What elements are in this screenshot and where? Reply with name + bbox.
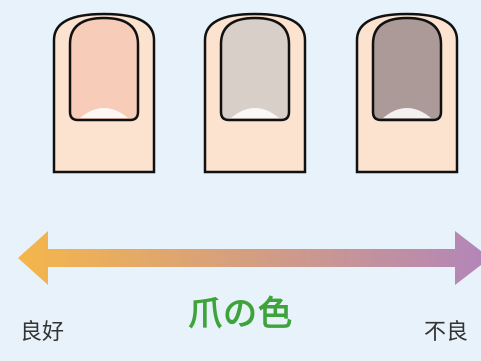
scale-label-good: 良好 — [20, 320, 65, 345]
finger-pale — [203, 12, 307, 174]
gradient-scale-arrow — [18, 231, 481, 285]
nail-dark — [371, 16, 443, 122]
nail-healthy — [68, 16, 140, 122]
nail-pale — [219, 16, 291, 122]
finger-dark — [355, 12, 459, 174]
scale-label-bad: 不良 — [424, 320, 469, 345]
diagram-title: 爪の色 — [188, 294, 293, 334]
finger-healthy — [52, 12, 156, 174]
lunula — [383, 108, 431, 118]
lunula — [231, 108, 279, 118]
lunula — [80, 108, 128, 118]
